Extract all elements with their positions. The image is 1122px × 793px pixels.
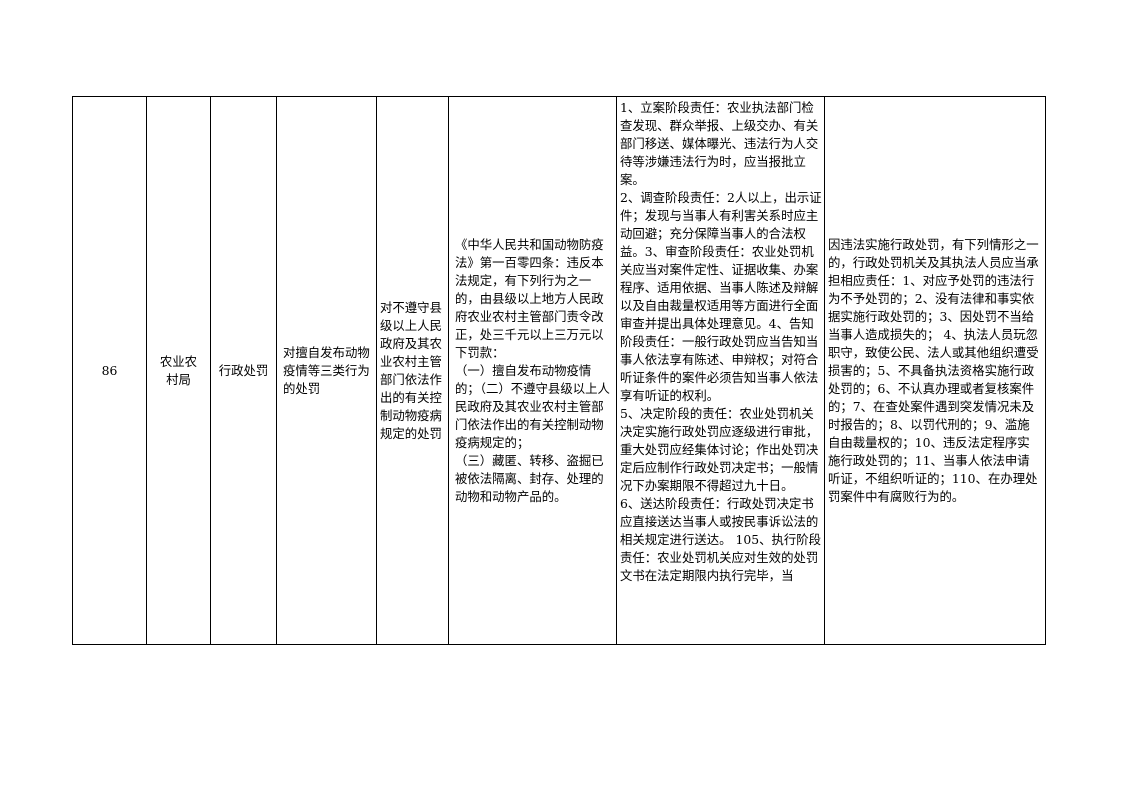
accountability-text: 因违法实施行政处罚，有下列情形之一的，行政处罚机关及其执法人员应当承担相应责任：… [828,236,1039,504]
legal-basis-text: 《中华人民共和国动物防疫法》第一百零四条：违反本法规定，有下列行为之一的，由县级… [455,236,610,504]
cell-sub-item: 对不遵守县级以上人民政府及其农业农村主管部门依法作出的有关控制动物疫病规定的处罚 [376,97,448,644]
responsibility-text: 1、立案阶段责任：农业执法部门检查发现、群众举报、上级交办、有关部门移送、媒体曝… [620,100,822,583]
cell-department: 农业农村局 [146,97,210,644]
item-name: 对擅自发布动物疫情等三类行为的处罚 [283,344,370,396]
cell-power-type: 行政处罚 [210,97,276,644]
cell-number: 86 [72,97,146,644]
sub-item-name: 对不遵守县级以上人民政府及其农业农村主管部门依法作出的有关控制动物疫病规定的处罚 [380,299,442,441]
table-row: 86 农业农村局 行政处罚 对擅自发布动物疫情等三类行为的处罚 对不遵守县级以上… [72,96,1046,645]
cell-accountability: 因违法实施行政处罚，有下列情形之一的，行政处罚机关及其执法人员应当承担相应责任：… [824,97,1046,644]
cell-responsibility: 1、立案阶段责任：农业执法部门检查发现、群众举报、上级交办、有关部门移送、媒体曝… [616,97,824,644]
row-number: 86 [101,362,118,378]
department-name: 农业农村局 [159,353,198,387]
cell-legal-basis: 《中华人民共和国动物防疫法》第一百零四条：违反本法规定，有下列行为之一的，由县级… [448,97,616,644]
cell-item-name: 对擅自发布动物疫情等三类行为的处罚 [276,97,376,644]
power-type: 行政处罚 [218,362,269,378]
